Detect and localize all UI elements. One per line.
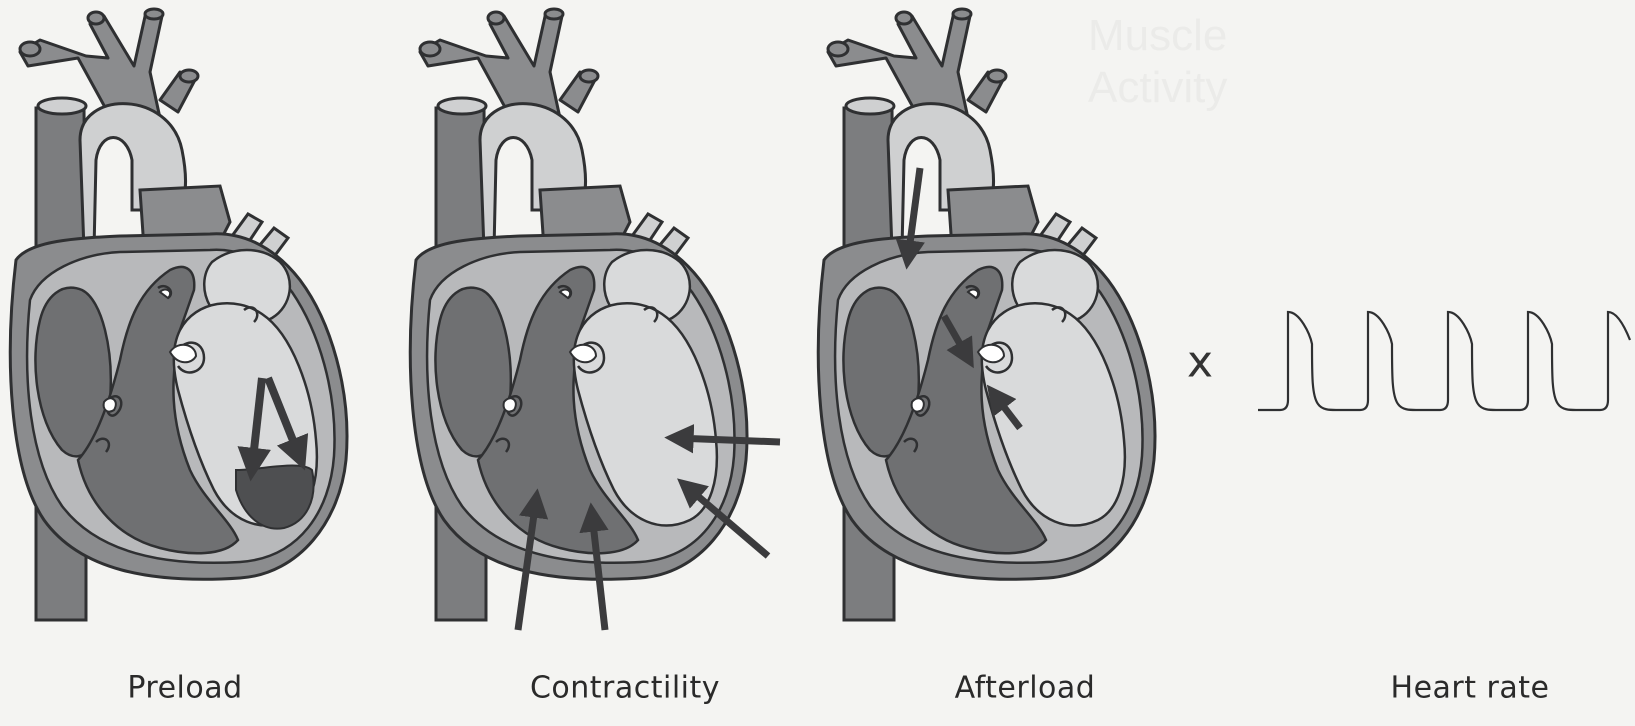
bleed-through-text: Muscle — [1088, 11, 1227, 60]
bleed-through-text-2: Activity — [1088, 63, 1227, 112]
label-heart-rate: Heart rate — [1391, 671, 1550, 706]
label-contractility: Contractility — [530, 671, 720, 706]
label-afterload: Afterload — [955, 671, 1096, 706]
contraction-arrow-3 — [676, 438, 780, 442]
label-preload: Preload — [127, 671, 242, 706]
heart-preload — [10, 9, 347, 620]
heart-rate-waveform — [1258, 312, 1630, 410]
heart-contractility — [410, 9, 780, 630]
multiply-symbol: x — [1187, 337, 1213, 388]
